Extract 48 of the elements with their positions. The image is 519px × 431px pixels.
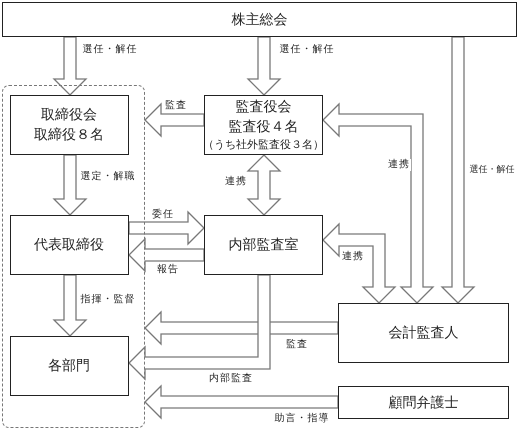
node-label: 取締役８名 <box>34 126 104 145</box>
block-arrow <box>322 222 397 304</box>
node-label: 各部門 <box>48 356 90 376</box>
edge-label: 監査 <box>285 339 309 351</box>
node-label: 内部監査室 <box>228 236 298 255</box>
block-arrow <box>52 274 88 337</box>
edge-label: 選任・解任 <box>82 44 138 56</box>
block-arrow <box>246 36 282 96</box>
org-box <box>204 215 323 275</box>
edge-label: 助言・指導 <box>274 413 330 425</box>
block-arrow <box>144 310 339 346</box>
node-label: 監査役会 <box>236 98 292 117</box>
node-label: 取締役会 <box>41 106 98 125</box>
org-box <box>10 336 129 396</box>
block-arrow <box>128 237 205 273</box>
block-arrow <box>128 210 205 246</box>
edge-label: 報告 <box>156 264 180 276</box>
block-arrow <box>52 36 88 96</box>
block-arrow <box>144 384 339 420</box>
edge-label: 選任・解任 <box>278 44 336 56</box>
node-label: 株主総会 <box>232 10 288 30</box>
node-label: 監査役４名 <box>228 118 298 137</box>
edge-label: 指揮・監督 <box>80 294 136 306</box>
block-arrow <box>246 154 282 216</box>
edge-label: 連携 <box>341 251 365 263</box>
node-label: 会計監査人 <box>388 324 458 343</box>
block-arrow <box>128 274 271 381</box>
edge-label: 選任・解任 <box>468 164 516 176</box>
block-arrow <box>144 102 205 138</box>
org-box <box>338 386 509 419</box>
node-label: （うち社外監査役３名） <box>203 137 324 153</box>
org-box <box>2 2 517 37</box>
edge-label: 連携 <box>387 159 411 171</box>
edge-label: 監査 <box>164 100 188 112</box>
org-box <box>338 303 509 363</box>
org-box <box>10 214 129 275</box>
edge-label: 連携 <box>224 176 248 188</box>
node-label: 顧問弁護士 <box>388 394 458 412</box>
org-box <box>204 95 323 155</box>
node-label: 代表取締役 <box>34 236 104 255</box>
org-box <box>10 94 129 155</box>
block-arrow <box>52 154 88 216</box>
dashed-group-outline <box>2 85 145 428</box>
edge-label: 委任 <box>151 209 175 221</box>
block-arrow <box>440 36 476 304</box>
edge-label: 内部監査 <box>208 373 254 385</box>
block-arrow <box>322 102 435 304</box>
edge-label: 選定・解職 <box>80 171 136 183</box>
